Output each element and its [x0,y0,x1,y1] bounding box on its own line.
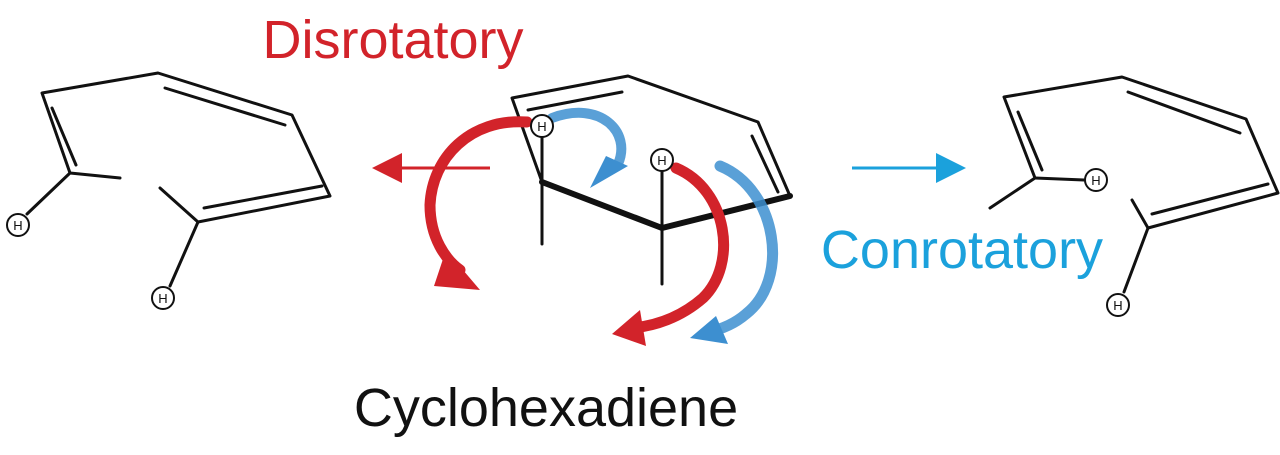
hydrogen-atom-center-2: H [650,148,674,172]
svg-text:H: H [158,291,167,306]
conrotatory-arrowhead-right [690,316,728,344]
disrotatory-rotation-arrows [424,116,729,334]
double-bond-inner-right-3 [1150,182,1270,216]
bond-to-h-right-2 [1122,226,1150,294]
cyclohexadiene-label: Cyclohexadiene [354,378,738,438]
svg-text:H: H [537,119,546,134]
conrotatory-curve-top [547,107,627,169]
conrotatory-product-molecule [988,75,1280,294]
conrotatory-label: Conrotatory [821,220,1103,280]
svg-text:H: H [1113,298,1122,313]
bond-to-h-1 [25,171,72,216]
conrotatory-arrowhead-top [590,156,628,188]
ring-double-bond-inner-1 [526,90,624,112]
hexatriene-backbone [40,71,332,224]
double-bond-inner-3 [202,184,324,210]
bond-to-h-right-1 [1033,176,1086,182]
disrotatory-label: Disrotatory [262,10,523,70]
disrotatory-curve-left [424,116,533,276]
disrotatory-product-molecule [25,71,332,288]
hydrogen-atom-center-1: H [530,114,554,138]
double-bond-inner-right-1 [1016,110,1044,172]
ring-front-bond [659,193,793,231]
conrotatory-curve-right [702,160,779,338]
svg-text:H: H [1091,173,1100,188]
ring-front-bond-2 [539,179,665,231]
double-bond-inner-2 [163,86,287,127]
double-bond-inner-1 [50,106,78,167]
svg-text:H: H [657,153,666,168]
hydrogen-atom-right-1: H [1084,168,1108,192]
disrotatory-arrowhead-left [434,250,480,290]
conrotatory-rotation-arrows [547,107,779,338]
disrotatory-curve-right [626,162,729,334]
disrotatory-arrowhead-right [612,310,646,346]
ring-double-bond-inner-2 [750,134,780,194]
double-bond-inner-right-2 [1126,90,1242,135]
hexatriene-backbone-right [988,75,1280,230]
cyclohexadiene-molecule [510,74,793,286]
hydrogen-atom-left-2: H [151,286,175,310]
hydrogen-atom-left-1: H [6,213,30,237]
hydrogen-atom-right-2: H [1106,293,1130,317]
bond-to-h-2 [168,220,200,288]
svg-text:H: H [13,218,22,233]
